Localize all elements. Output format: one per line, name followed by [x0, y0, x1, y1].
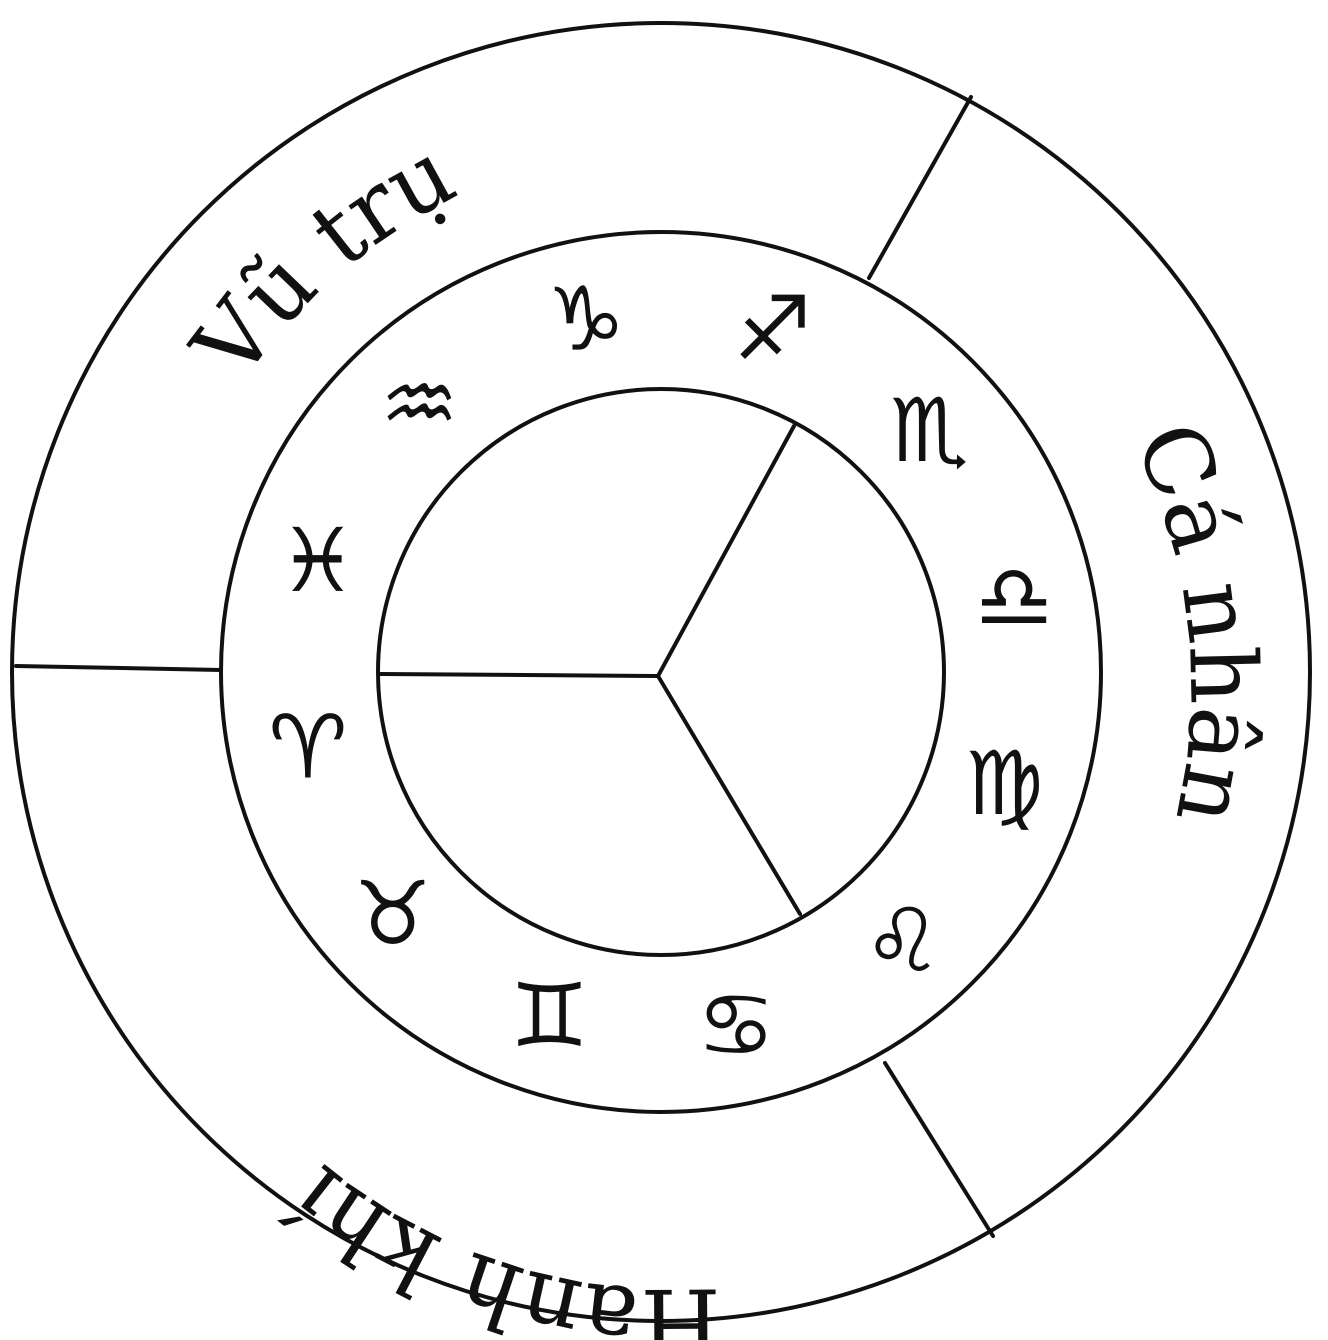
aries-icon: ♈︎	[268, 696, 347, 799]
leo-icon: ♌︎	[863, 889, 942, 992]
scorpio-icon: ♏︎	[890, 379, 969, 482]
sector-label-individual: Cá nhân	[1114, 407, 1277, 833]
zodiac-signs: ♑︎ ♐︎ ♏︎♎︎ ♍︎♌︎ ♋︎ ♊︎ ♉︎♈︎ ♓︎♒︎	[268, 267, 1053, 1076]
outer-divider-upper-right	[867, 95, 973, 280]
libra-icon: ♎︎	[975, 545, 1054, 648]
outer-divider-left	[14, 664, 223, 672]
hub-spoke-upper-right	[656, 424, 796, 678]
capricorn-icon: ♑︎	[546, 267, 625, 370]
aquarius-icon: ♒︎	[380, 352, 459, 455]
sector-label-qi: Hành khí	[270, 1145, 721, 1340]
taurus-icon: ♉︎	[353, 862, 432, 965]
outer-divider-lower-right	[883, 1061, 995, 1238]
cancer-icon: ♋︎	[697, 974, 776, 1077]
outer-ring	[10, 21, 1312, 1323]
inner-ring	[376, 387, 946, 957]
pisces-icon: ♓︎	[278, 509, 357, 612]
sagittarius-icon: ♐︎	[733, 277, 812, 380]
hub-spoke-left	[377, 672, 660, 678]
gemini-icon: ♊︎	[510, 964, 589, 1067]
hub-spoke-lower-right	[656, 674, 802, 916]
virgo-icon: ♍︎	[965, 732, 1044, 835]
